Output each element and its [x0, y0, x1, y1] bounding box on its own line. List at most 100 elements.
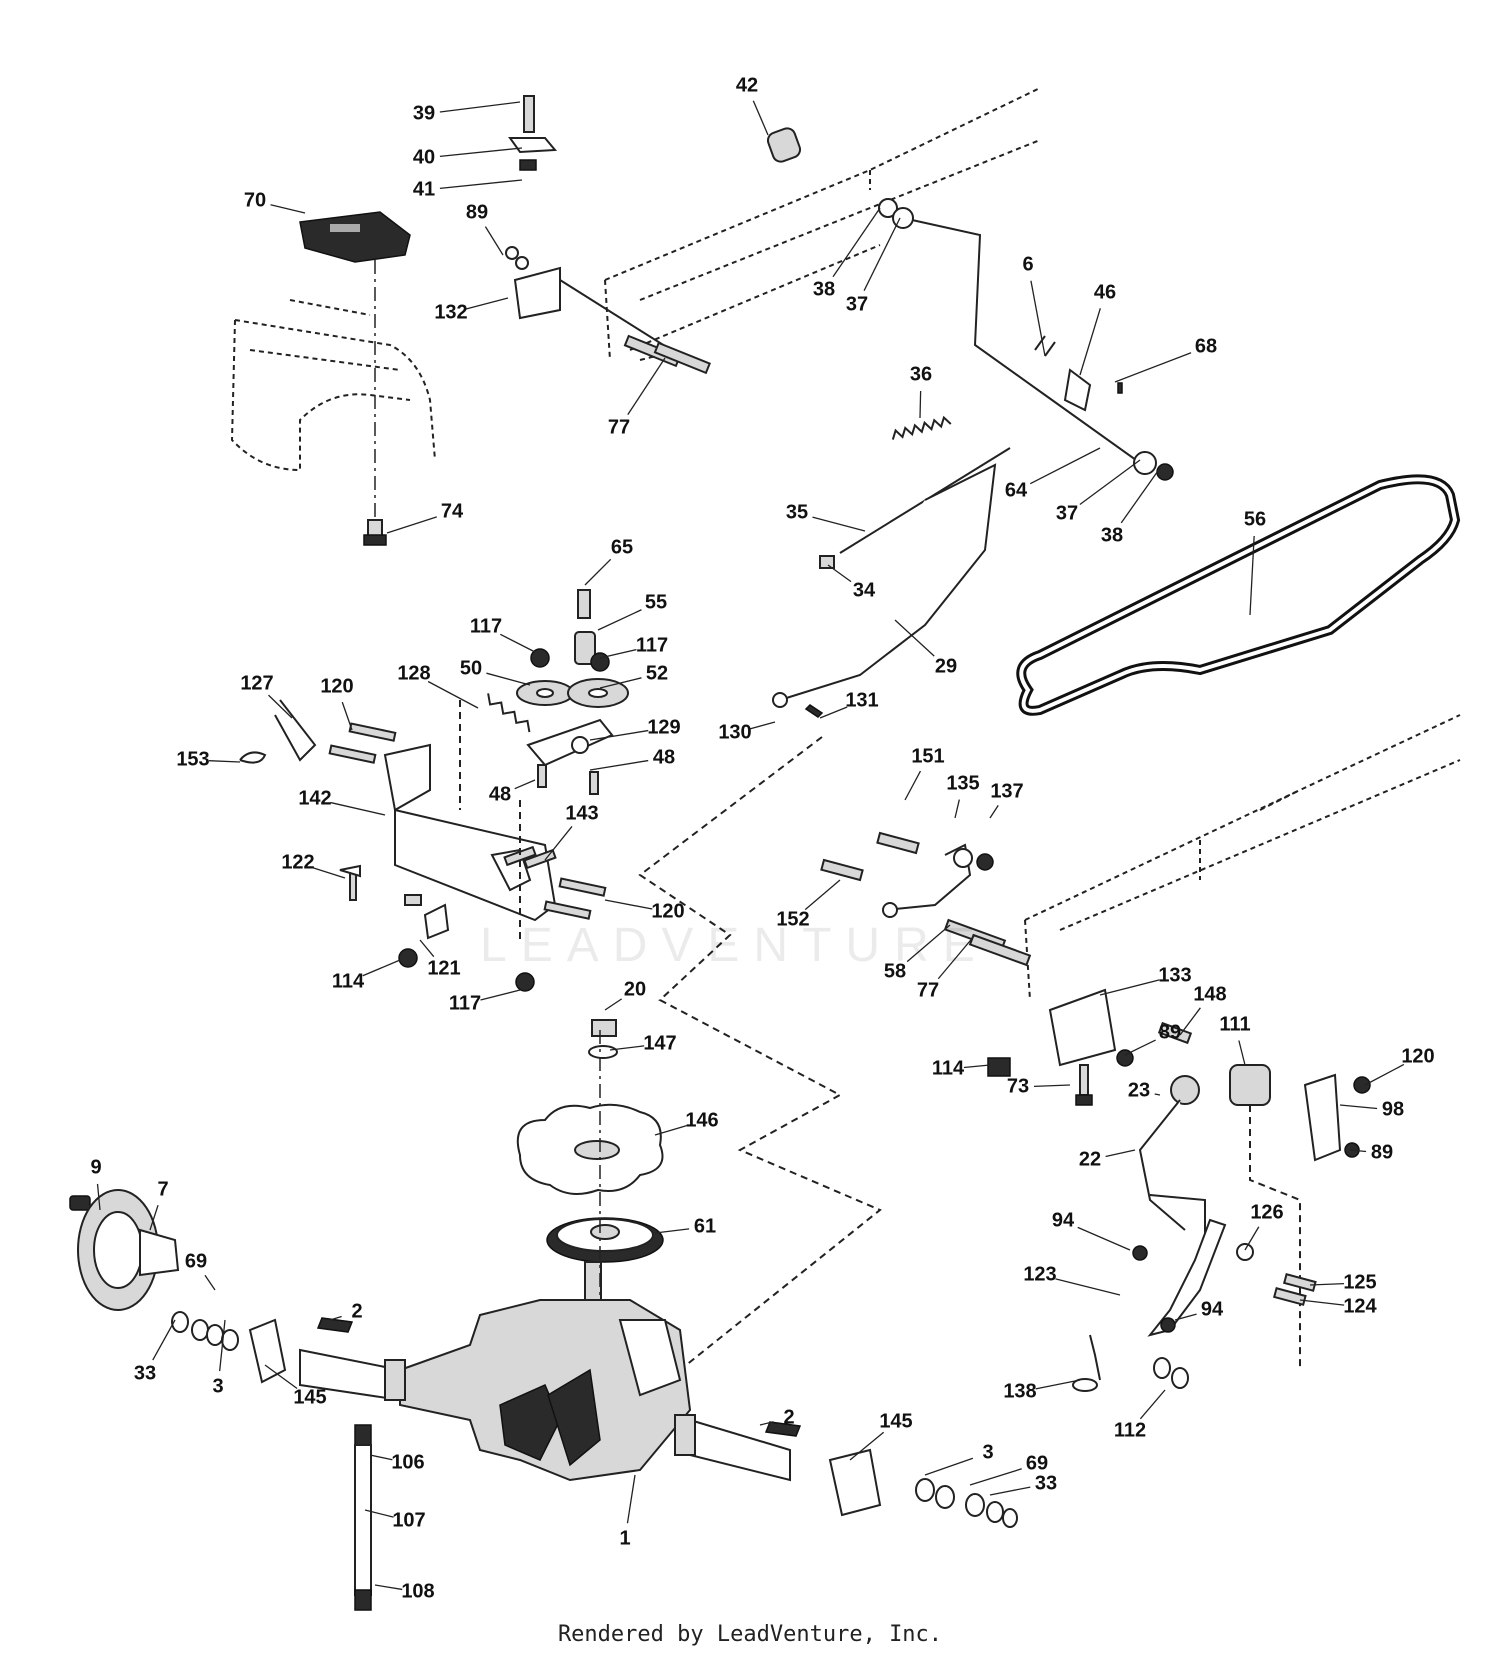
callout-74: 74 — [441, 500, 464, 522]
callout-3: 3 — [212, 1375, 223, 1397]
leader-128 — [427, 680, 479, 709]
frame-rail-right — [1024, 714, 1461, 1001]
leader-130 — [750, 721, 776, 730]
callout-70: 70 — [244, 189, 266, 211]
leader-117 — [599, 648, 637, 659]
leader-152 — [804, 879, 841, 911]
callout-3: 3 — [982, 1441, 993, 1463]
leader-55 — [597, 609, 642, 631]
leader-132 — [466, 297, 509, 310]
callout-130: 130 — [718, 721, 751, 743]
seat-switch-cover — [299, 211, 411, 263]
leader-89 — [484, 226, 504, 256]
callout-38: 38 — [1101, 524, 1123, 546]
callout-64: 64 — [1005, 479, 1028, 501]
leader-114 — [963, 1064, 991, 1069]
leader-94 — [1174, 1313, 1197, 1321]
leader-125 — [1309, 1282, 1345, 1286]
callout-147: 147 — [643, 1032, 676, 1054]
leader-133 — [1099, 979, 1160, 996]
callout-125: 125 — [1343, 1271, 1376, 1293]
leader-146 — [654, 1124, 687, 1136]
bolt-74 — [363, 519, 387, 546]
leader-35 — [812, 516, 866, 532]
leader-89 — [1349, 1149, 1367, 1153]
leader-114 — [362, 959, 401, 977]
leader-121 — [419, 939, 435, 958]
spring-36 — [891, 415, 952, 440]
leader-127 — [268, 694, 293, 719]
callout-114: 114 — [932, 1057, 965, 1079]
callout-52: 52 — [646, 662, 668, 684]
leader-142 — [330, 801, 386, 816]
leader-50 — [486, 672, 531, 686]
leader-77 — [627, 357, 666, 415]
callout-148: 148 — [1193, 983, 1226, 1005]
callout-152: 152 — [776, 908, 809, 930]
callout-48: 48 — [653, 746, 675, 768]
callout-117: 117 — [449, 992, 481, 1014]
callout-9: 9 — [90, 1156, 101, 1178]
callout-132: 132 — [434, 301, 467, 323]
leader-40 — [439, 147, 523, 158]
leader-145 — [849, 1431, 885, 1461]
callout-37: 37 — [846, 293, 868, 315]
leader-137 — [989, 805, 999, 819]
leader-3 — [219, 1319, 226, 1372]
callout-40: 40 — [413, 146, 435, 168]
callout-2: 2 — [351, 1300, 362, 1322]
callout-33: 33 — [1035, 1472, 1057, 1494]
leader-68 — [1114, 352, 1192, 383]
leader-33 — [989, 1486, 1031, 1496]
callout-142: 142 — [298, 787, 331, 809]
callout-36: 36 — [910, 363, 932, 385]
callout-124: 124 — [1343, 1295, 1377, 1317]
drive-belt — [1016, 474, 1461, 716]
leader-38 — [832, 207, 881, 278]
leader-122 — [313, 867, 346, 879]
leader-77 — [937, 934, 976, 980]
callout-35: 35 — [786, 501, 808, 523]
leader-151 — [904, 770, 922, 801]
callout-42: 42 — [736, 74, 758, 96]
callout-106: 106 — [391, 1451, 424, 1473]
callout-61: 61 — [694, 1215, 716, 1237]
fender-outline — [230, 299, 436, 472]
callout-98: 98 — [1382, 1098, 1404, 1120]
callout-46: 46 — [1094, 281, 1116, 303]
callout-55: 55 — [645, 591, 667, 613]
callout-122: 122 — [281, 851, 314, 873]
leader-112 — [1139, 1389, 1166, 1420]
callout-107: 107 — [392, 1509, 425, 1531]
callout-151: 151 — [911, 745, 944, 767]
callout-111: 111 — [1219, 1013, 1250, 1035]
callout-2: 2 — [783, 1406, 794, 1428]
leader-48 — [514, 779, 536, 790]
leader-1 — [626, 1474, 636, 1524]
leader-145 — [264, 1364, 298, 1390]
bracket-132 — [505, 246, 711, 375]
callout-94: 94 — [1201, 1298, 1224, 1320]
callout-145: 145 — [293, 1386, 326, 1408]
callout-117: 117 — [636, 634, 668, 656]
callout-126: 126 — [1250, 1201, 1283, 1223]
callout-127: 127 — [240, 672, 273, 694]
leader-148 — [1179, 1007, 1201, 1036]
callout-labels: 3940414270891327738376466836643738563534… — [90, 74, 1434, 1602]
callout-56: 56 — [1244, 508, 1266, 530]
footer-credit: Rendered by LeadVenture, Inc. — [557, 1622, 943, 1647]
callout-133: 133 — [1158, 964, 1191, 986]
leader-37 — [863, 217, 901, 291]
rods-35-29 — [772, 447, 1011, 718]
leader-89 — [1124, 1039, 1156, 1056]
leader-107 — [364, 1509, 394, 1518]
callout-65: 65 — [611, 536, 633, 558]
leader-143 — [544, 826, 573, 861]
leader-120 — [1364, 1063, 1405, 1086]
callout-89: 89 — [1371, 1141, 1393, 1163]
leader-2 — [759, 1421, 774, 1426]
callout-58: 58 — [884, 960, 906, 982]
leader-48 — [589, 759, 649, 771]
leader-153 — [208, 760, 241, 763]
callout-114: 114 — [332, 970, 365, 992]
